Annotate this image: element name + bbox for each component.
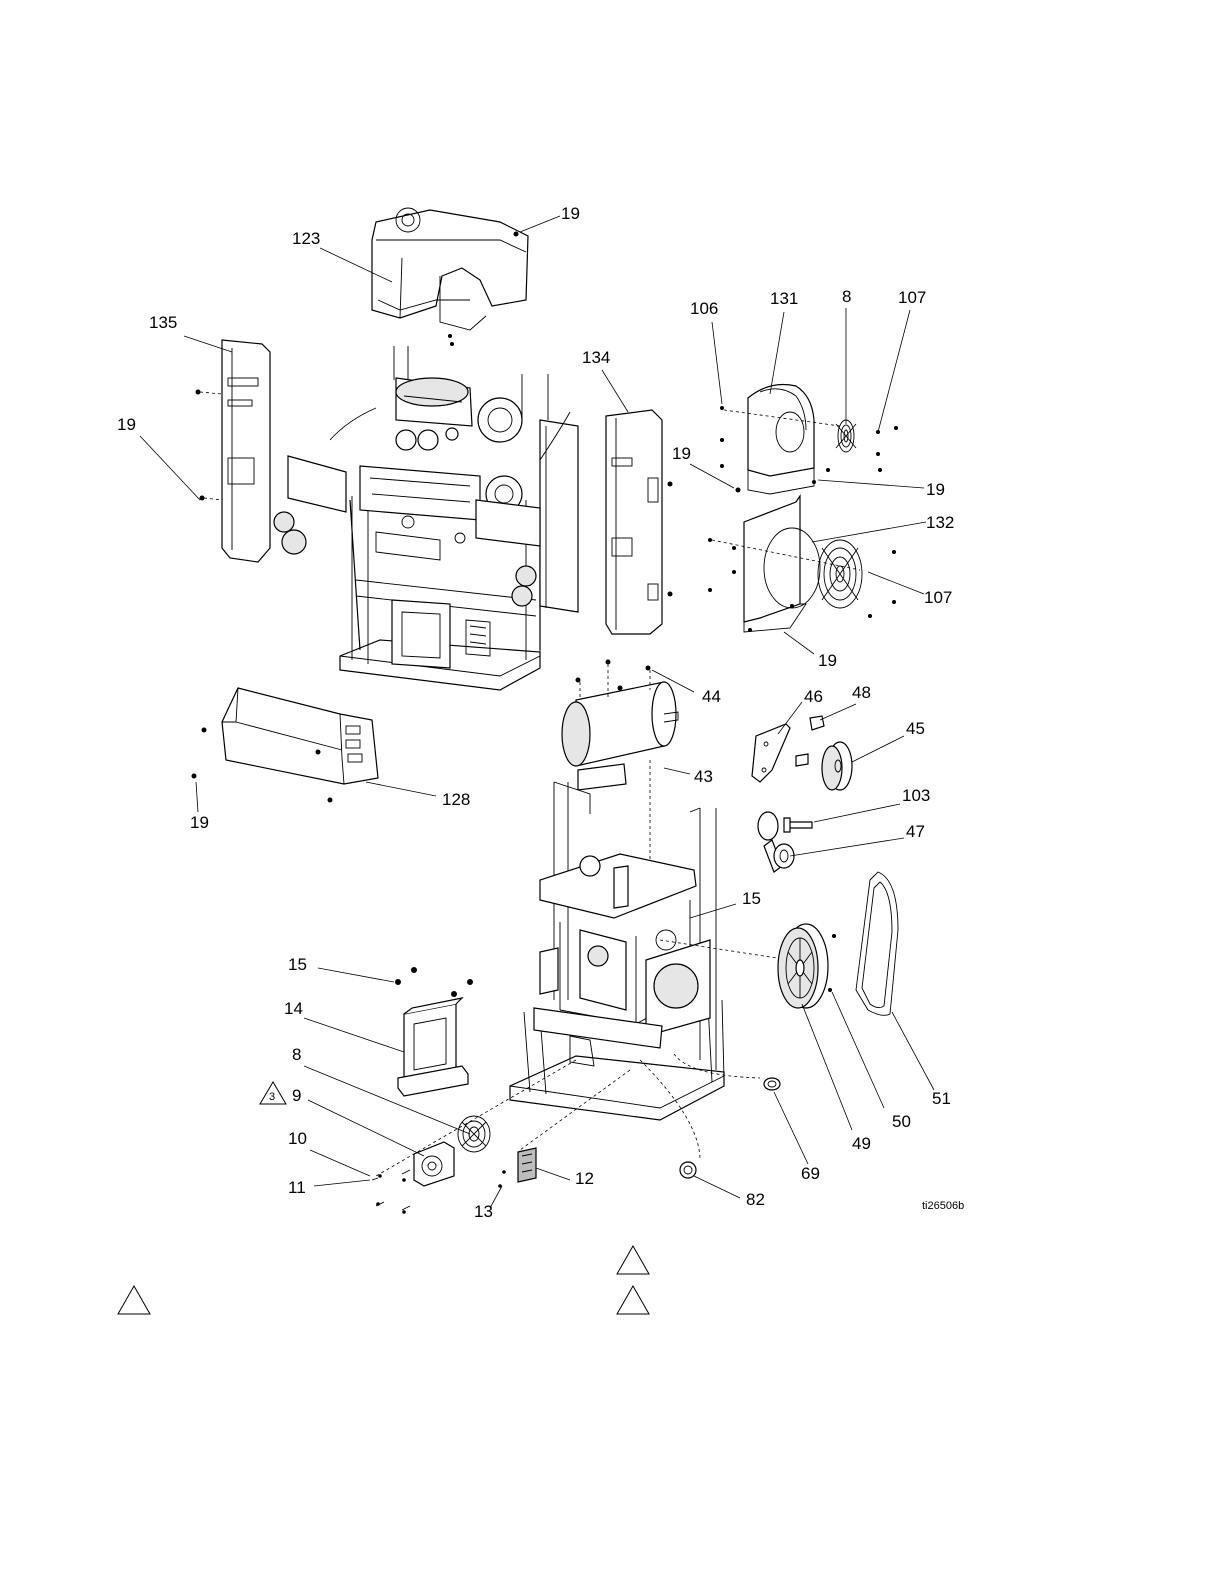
callout-103: 103 (902, 786, 930, 805)
callout-135: 135 (149, 313, 177, 332)
callout-19-right: 19 (926, 480, 945, 499)
callout-107-top: 107 (898, 288, 926, 307)
callout-82: 82 (746, 1190, 765, 1209)
lower-frame-assembly (376, 782, 790, 1176)
bushing-part (680, 1162, 696, 1178)
callout-8-top: 8 (842, 287, 851, 306)
callout-47: 47 (906, 822, 925, 841)
callout-19-top: 19 (561, 204, 580, 223)
main-machine-assembly (274, 346, 578, 690)
bolt-part (784, 818, 812, 832)
cooling-fan-guard-part (458, 1116, 490, 1152)
callout-48: 48 (852, 683, 871, 702)
note-triangle-3 (118, 1286, 150, 1314)
drive-pulley-part (778, 924, 828, 1008)
callout-12: 12 (575, 1169, 594, 1188)
callout-46: 46 (804, 687, 823, 706)
callout-19-lowright: 19 (818, 651, 837, 670)
callout-69: 69 (801, 1164, 820, 1183)
fan-mounting-plate-part (708, 496, 860, 632)
callout-43: 43 (694, 767, 713, 786)
callout-15-right: 15 (742, 889, 761, 908)
callout-107-mid: 107 (924, 588, 952, 607)
callout-14: 14 (284, 999, 303, 1018)
drive-belt-part (856, 872, 898, 1015)
callout-11: 11 (288, 1178, 306, 1197)
stud-part (796, 716, 824, 766)
fan-guard-top-part (812, 420, 898, 484)
callout-123: 123 (292, 229, 320, 248)
note-triangle-1 (617, 1246, 649, 1274)
left-side-panel-part (196, 340, 271, 562)
callout-8-low: 8 (292, 1045, 301, 1064)
note-flag: 3 (260, 1082, 286, 1104)
callout-45: 45 (906, 719, 925, 738)
top-cover-part (372, 208, 528, 346)
motor-part (562, 660, 678, 861)
electrical-cover-part (192, 688, 379, 803)
right-side-panel-part (606, 410, 673, 634)
callout-134: 134 (582, 348, 610, 367)
callout-19-mid: 19 (672, 444, 691, 463)
figure-reference: ti26506b (922, 1200, 964, 1212)
callout-51: 51 (932, 1089, 951, 1108)
callout-44: 44 (702, 687, 721, 706)
idler-pulley-part (822, 742, 852, 790)
callout-131: 131 (770, 289, 798, 308)
note-flag-number: 3 (269, 1091, 275, 1103)
fan-shroud-part (720, 385, 840, 495)
callout-10: 10 (288, 1129, 307, 1148)
key-part (828, 934, 836, 992)
cooling-fan-part (414, 1142, 454, 1186)
note-triangles-legend (118, 1246, 649, 1314)
terminal-block-part (498, 1148, 536, 1188)
callout-128: 128 (442, 790, 470, 809)
transformer-part (395, 967, 473, 1096)
callout-49: 49 (852, 1134, 871, 1153)
callout-19-left: 19 (117, 415, 136, 434)
callout-15-left: 15 (288, 955, 307, 974)
bracket-part (752, 724, 790, 782)
callout-19-bottomleft: 19 (190, 813, 209, 832)
note-triangle-2 (617, 1286, 649, 1314)
callout-132: 132 (926, 513, 954, 532)
grommet-part (764, 1078, 780, 1090)
callout-106: 106 (690, 299, 718, 318)
callout-13: 13 (474, 1202, 493, 1221)
fan-screws-part (372, 1170, 410, 1214)
callout-50: 50 (892, 1112, 911, 1131)
callout-9: 9 (292, 1086, 301, 1105)
